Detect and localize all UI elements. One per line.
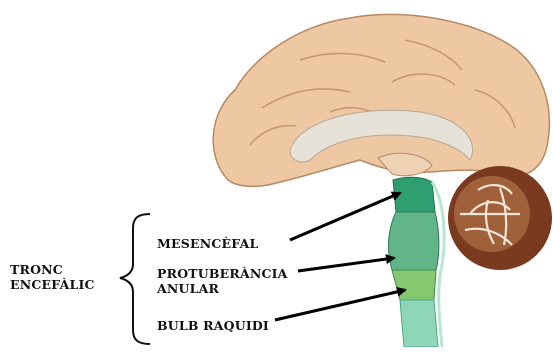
label-protuberancia-line2: ANULAR — [157, 281, 288, 296]
label-protuberancia-line1: PROTUBERÀNCIA — [157, 266, 288, 281]
brace — [120, 214, 150, 344]
cerebellum — [448, 166, 552, 270]
arrow-protuberancia — [298, 258, 394, 271]
spinal-cord — [400, 300, 438, 347]
protuberancia-region — [389, 212, 439, 270]
label-protuberancia-anular: PROTUBERÀNCIA ANULAR — [157, 266, 288, 296]
label-tronc-encefalic: TRONC ENCEFÀLIC — [10, 262, 95, 292]
bulb-region — [392, 270, 436, 300]
label-mesencefal: MESENCÈFAL — [157, 236, 258, 251]
arrow-bulb — [275, 290, 405, 320]
label-tronc-line2: ENCEFÀLIC — [10, 277, 95, 292]
label-bulb-raquidi: BULB RAQUIDI — [157, 318, 269, 333]
label-tronc-line1: TRONC — [10, 262, 95, 277]
arrow-mesencefal — [290, 193, 400, 240]
